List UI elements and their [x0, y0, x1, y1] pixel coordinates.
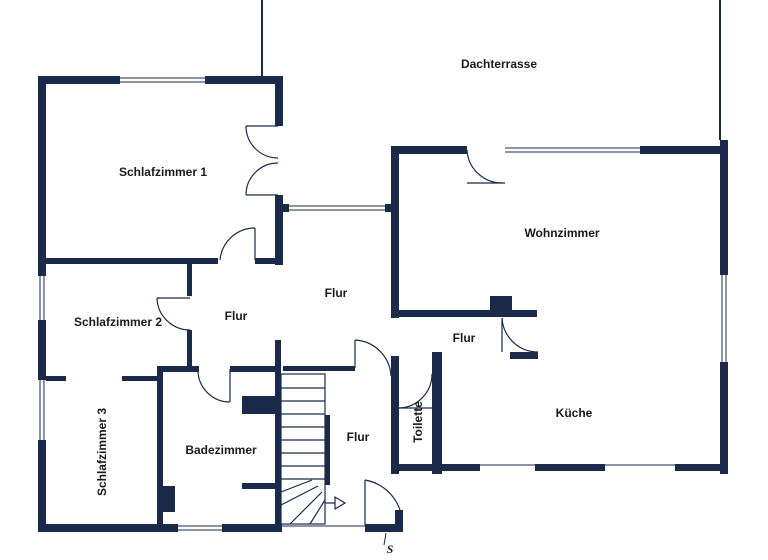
- label-toilette: Toilette: [411, 401, 425, 443]
- label-wohnzimmer: Wohnzimmer: [524, 226, 599, 240]
- section-marker: S: [387, 542, 394, 556]
- label-flur-left: Flur: [225, 309, 248, 323]
- label-badezimmer: Badezimmer: [185, 443, 257, 457]
- doors: [156, 125, 539, 525]
- staircase: [280, 373, 347, 525]
- label-schlafzimmer-2: Schlafzimmer 2: [74, 315, 162, 329]
- label-kueche: Küche: [556, 406, 593, 420]
- label-flur-upper: Flur: [325, 286, 348, 300]
- label-dachterrasse: Dachterrasse: [461, 57, 537, 71]
- label-flur-right: Flur: [453, 331, 476, 345]
- terrace-outline: [261, 0, 721, 140]
- walls: [38, 76, 728, 532]
- label-schlafzimmer-1: Schlafzimmer 1: [119, 165, 207, 179]
- label-flur-bottom: Flur: [347, 430, 370, 444]
- label-schlafzimmer-3: Schlafzimmer 3: [95, 408, 109, 496]
